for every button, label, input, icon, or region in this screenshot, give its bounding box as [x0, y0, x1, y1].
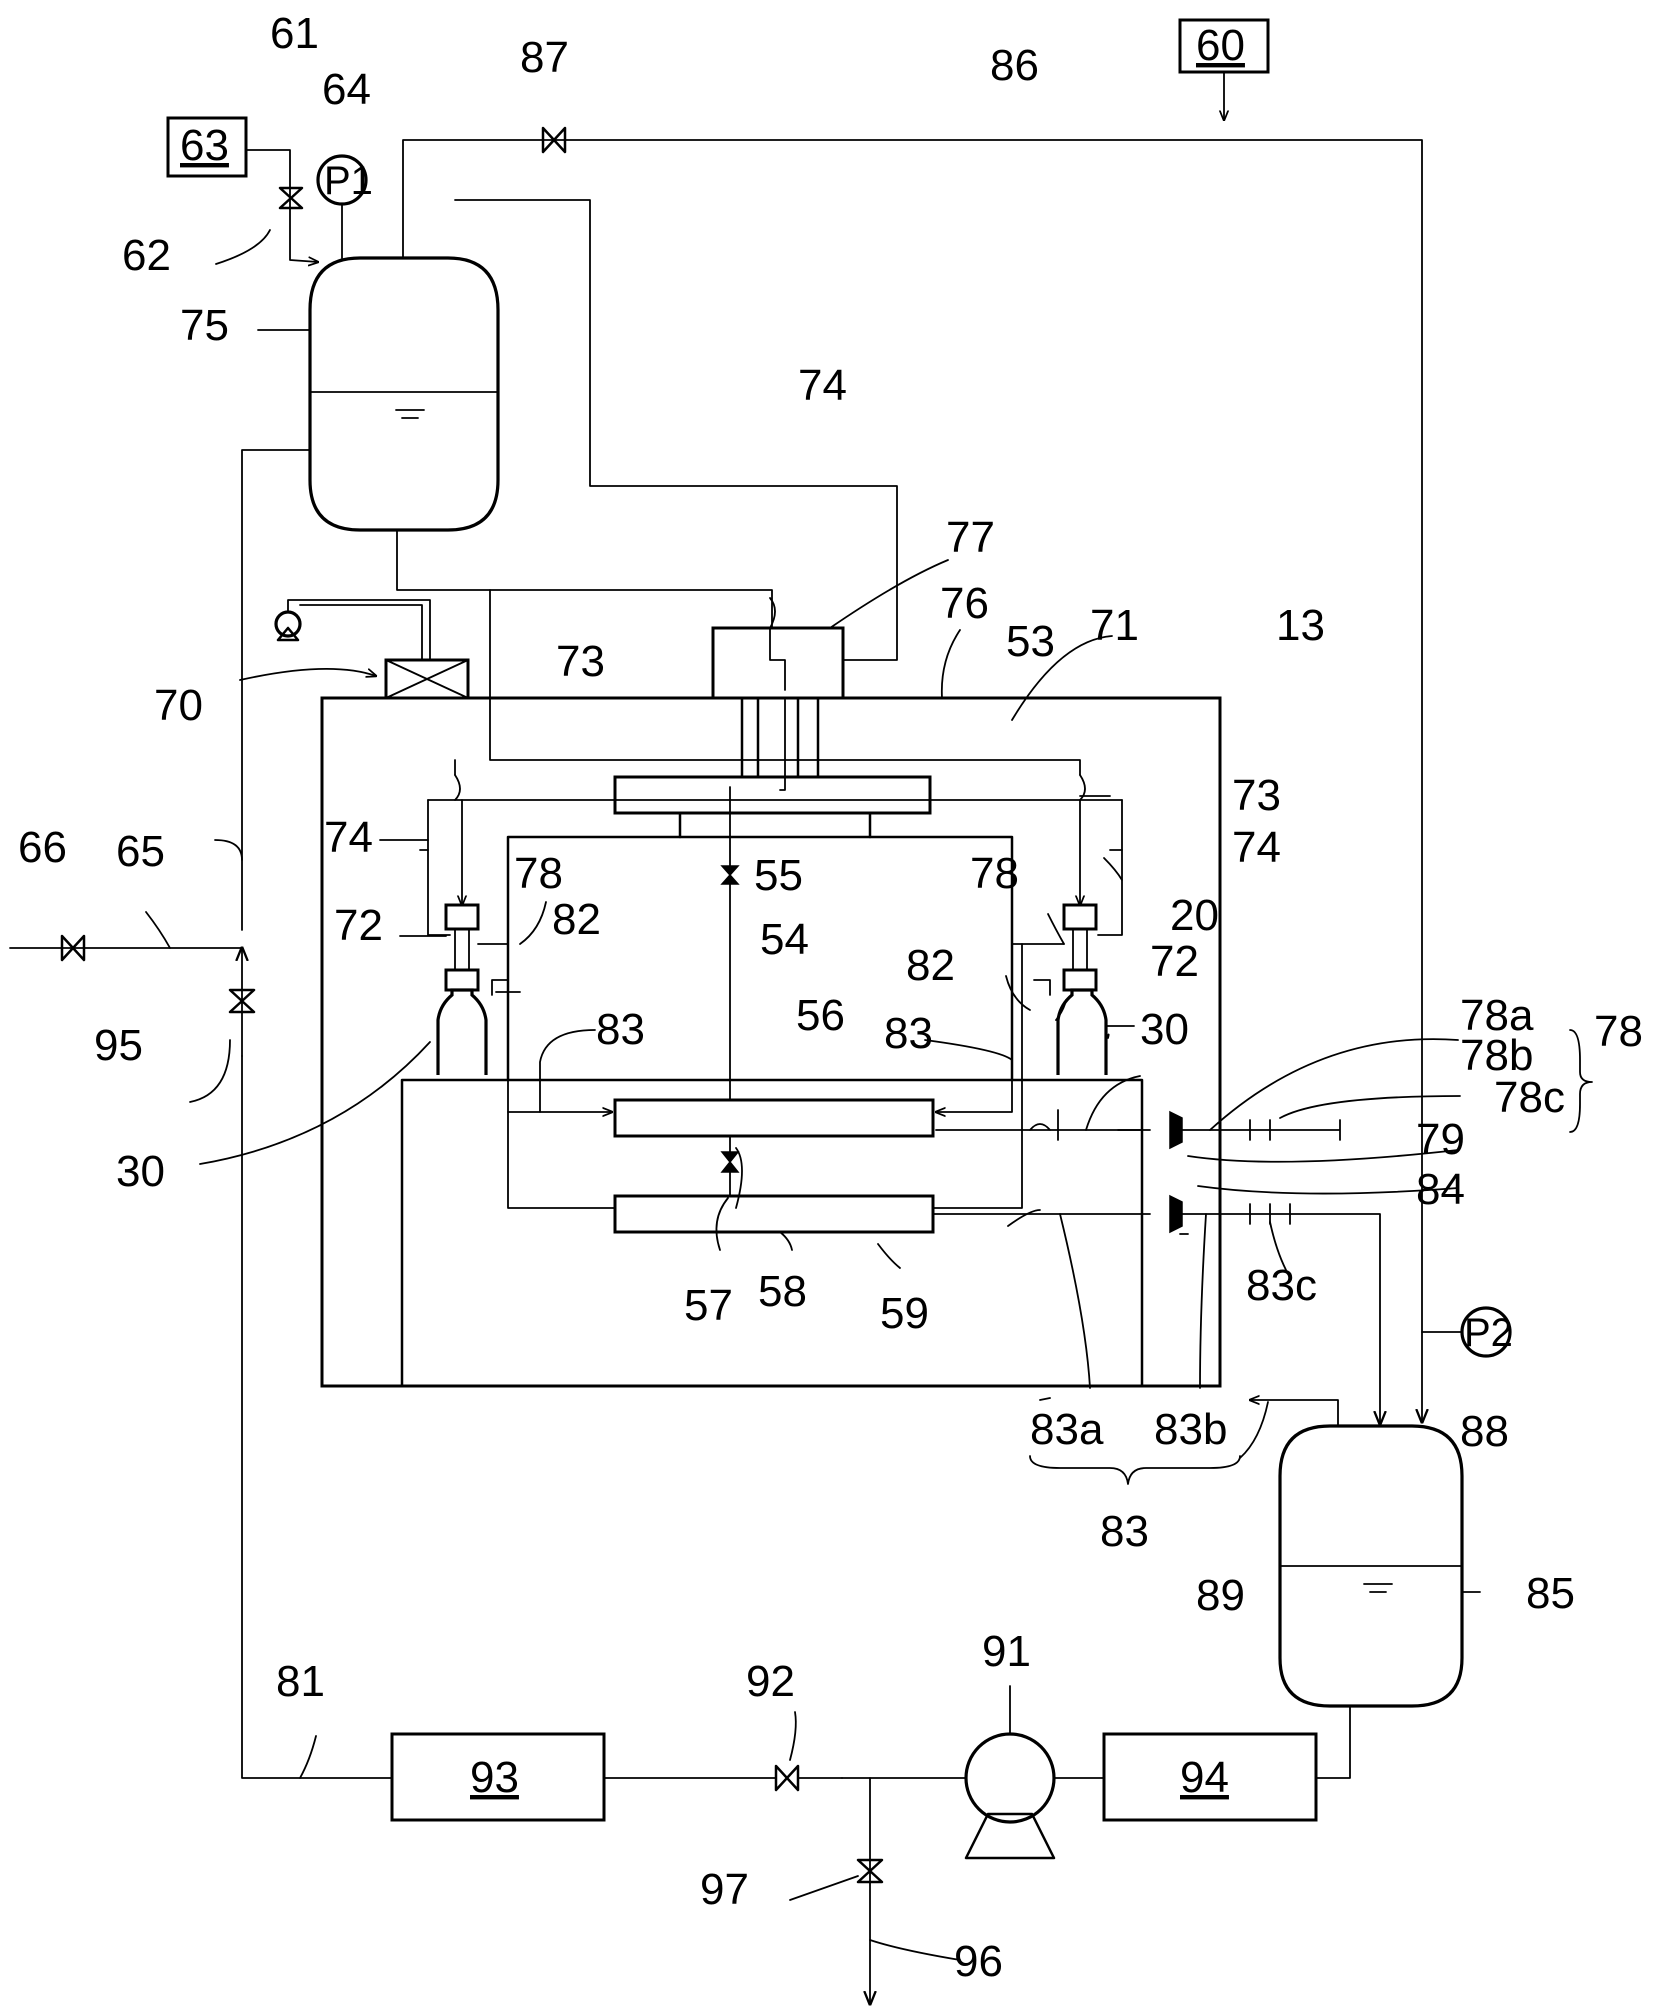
- label-61: 61: [270, 9, 319, 58]
- label-13: 13: [1276, 601, 1325, 650]
- label-30-left: 30: [116, 1147, 165, 1196]
- label-57: 57: [684, 1281, 733, 1330]
- label-20: 20: [1170, 891, 1219, 940]
- label-60: 60: [1196, 21, 1245, 70]
- label-65: 65: [116, 827, 165, 876]
- label-p1: P1: [324, 159, 373, 203]
- label-86: 86: [990, 41, 1039, 90]
- tank-75: [310, 258, 498, 530]
- label-74-left: 74: [324, 813, 373, 862]
- label-82-right: 82: [906, 941, 955, 990]
- label-76: 76: [940, 579, 989, 628]
- label-73-right: 73: [1232, 771, 1281, 820]
- label-83-right: 83: [884, 1009, 933, 1058]
- label-83a: 83a: [1030, 1405, 1104, 1454]
- label-78-group: 78: [1594, 1007, 1643, 1056]
- tank-85: [1280, 1426, 1462, 1706]
- label-58: 58: [758, 1267, 807, 1316]
- label-66: 66: [18, 823, 67, 872]
- label-56: 56: [796, 991, 845, 1040]
- label-70: 70: [154, 681, 203, 730]
- label-63: 63: [180, 121, 229, 170]
- label-55: 55: [754, 851, 803, 900]
- label-30-right: 30: [1140, 1005, 1189, 1054]
- label-83-group: 83: [1100, 1507, 1149, 1556]
- label-78c: 78c: [1494, 1073, 1565, 1122]
- label-72-left: 72: [334, 901, 383, 950]
- label-71: 71: [1090, 601, 1139, 650]
- label-p2: P2: [1464, 1311, 1513, 1355]
- label-91: 91: [982, 1627, 1031, 1676]
- label-85: 85: [1526, 1569, 1575, 1618]
- label-59: 59: [880, 1289, 929, 1338]
- label-88: 88: [1460, 1407, 1509, 1456]
- label-54: 54: [760, 915, 809, 964]
- label-72-right: 72: [1150, 937, 1199, 986]
- label-82-left: 82: [552, 895, 601, 944]
- label-74-top: 74: [798, 361, 847, 410]
- label-83c: 83c: [1246, 1261, 1317, 1310]
- label-83b: 83b: [1154, 1405, 1227, 1454]
- pipe-65: [242, 450, 310, 930]
- label-78-left: 78: [514, 849, 563, 898]
- label-94: 94: [1180, 1753, 1229, 1802]
- pump-91: [966, 1734, 1054, 1858]
- label-83-left: 83: [596, 1005, 645, 1054]
- label-75: 75: [180, 301, 229, 350]
- label-96: 96: [954, 1937, 1003, 1986]
- label-53: 53: [1006, 617, 1055, 666]
- label-77: 77: [946, 513, 995, 562]
- device-70: [240, 600, 468, 698]
- label-97: 97: [700, 1865, 749, 1914]
- label-93: 93: [470, 1753, 519, 1802]
- label-78-right: 78: [970, 849, 1019, 898]
- label-81: 81: [276, 1657, 325, 1706]
- label-92: 92: [746, 1657, 795, 1706]
- valve-62: [280, 188, 302, 208]
- label-73-left: 73: [556, 637, 605, 686]
- label-62: 62: [122, 231, 171, 280]
- label-95: 95: [94, 1021, 143, 1070]
- label-79: 79: [1416, 1115, 1465, 1164]
- label-64: 64: [322, 65, 371, 114]
- label-74-right: 74: [1232, 823, 1281, 872]
- valve-92: [776, 1766, 798, 1790]
- label-89: 89: [1196, 1571, 1245, 1620]
- label-87: 87: [520, 33, 569, 82]
- label-84: 84: [1416, 1165, 1465, 1214]
